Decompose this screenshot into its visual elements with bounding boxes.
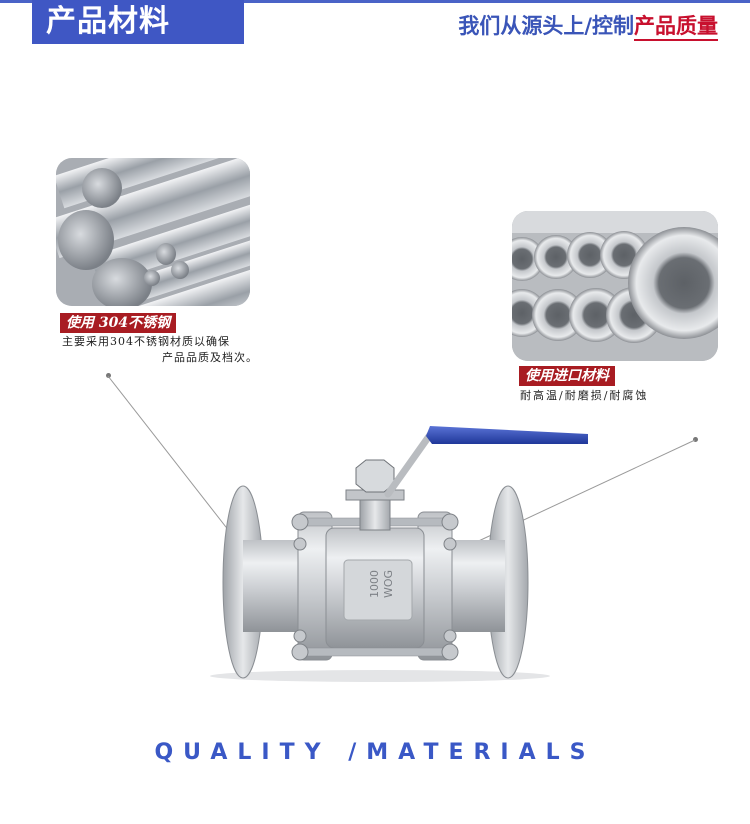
bolt-nut (443, 537, 457, 551)
tagline-highlight: 产品质量 (634, 14, 718, 41)
bolt-nut (443, 629, 457, 643)
pointer-dot-right (693, 437, 698, 442)
valve-shadow (210, 670, 550, 682)
body-plate (343, 559, 413, 621)
feature-desc-line2: 产品品质及档次。 (162, 351, 258, 364)
bolt-nut (291, 513, 309, 531)
bolt-nut (291, 643, 309, 661)
left-pipe-neck (243, 540, 303, 632)
steel-rods-illustration (56, 158, 250, 306)
bottom-bolt-rod (299, 647, 451, 657)
valve-marking-line1: 1000 (368, 570, 381, 598)
steel-coils-image (512, 211, 718, 361)
bolt-nut (441, 643, 459, 661)
feature-desc-resistance: 耐高温/耐磨损/耐腐蚀 (520, 389, 649, 402)
bolt-nut (293, 537, 307, 551)
stem-nut (355, 459, 395, 493)
feature-label-imported-material: 使用进口材料 (519, 366, 615, 386)
handle-arm (384, 428, 436, 498)
bolt-nut (441, 513, 459, 531)
feature-label-304-steel: 使用 304不锈钢 (60, 313, 177, 333)
valve-handle (426, 426, 588, 444)
right-pipe-neck (445, 540, 505, 632)
section-title: 产品材料 (32, 0, 244, 44)
tagline: 我们从源头上/控制产品质量 (458, 10, 718, 42)
steel-rods-image (56, 158, 250, 306)
valve-marking-line2: WOG (382, 570, 395, 598)
feature-desc-line1: 主要采用304不锈钢材质以确保 (62, 335, 230, 348)
pointer-dot-left (106, 373, 111, 378)
tagline-text: 我们从源头上/控制 (458, 14, 634, 38)
leader-line-left (107, 375, 241, 546)
top-accent-line (0, 0, 750, 3)
steel-coils-illustration (512, 211, 718, 361)
footer-slogan: QUALITY /MATERIALS (154, 740, 596, 765)
bolt-nut (293, 629, 307, 643)
